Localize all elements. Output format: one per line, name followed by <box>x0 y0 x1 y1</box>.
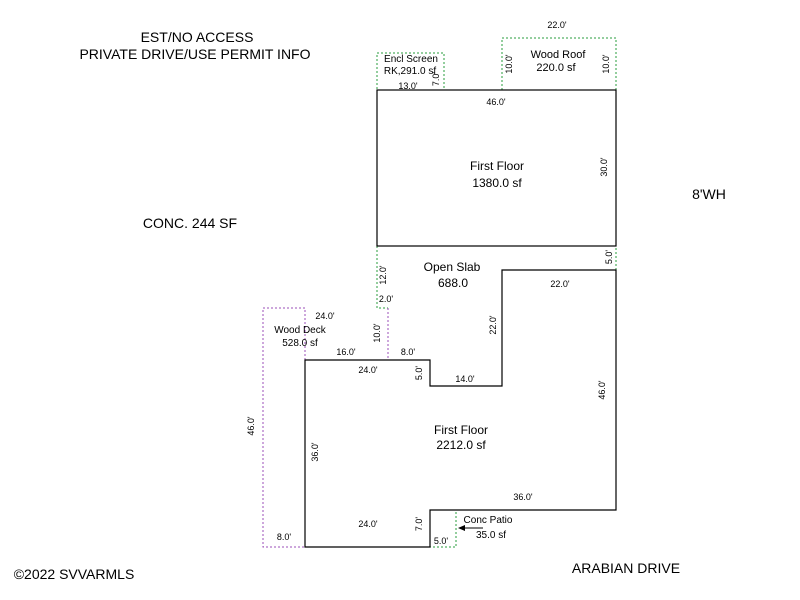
dim-slab-left: 12.0' <box>378 265 388 285</box>
dim-encl-screen-width: 13.0' <box>398 81 418 91</box>
wood-deck-area: 528.0 sf <box>282 338 318 349</box>
dim-lower-top-b: 8.0' <box>401 347 416 357</box>
dim-wood-roof-side-right: 10.0' <box>601 54 611 74</box>
wood-deck-name: Wood Deck <box>274 325 327 336</box>
copyright-text: ©2022 SVVARMLS <box>14 566 135 582</box>
dim-deck-left: 46.0' <box>246 416 256 436</box>
open-slab-area: 688.0 <box>438 276 468 290</box>
dim-deck-bottom: 8.0' <box>277 532 292 542</box>
lower-first-floor-name: First Floor <box>434 423 488 437</box>
wood-roof-name: Wood Roof <box>531 49 587 61</box>
dim-lower-inner-5: 5.0' <box>414 366 424 381</box>
dim-deck-right: 10.0' <box>372 323 382 343</box>
encl-screen-name: Encl Screen <box>384 54 438 65</box>
wood-roof-outline <box>501 37 617 91</box>
dim-patio-bottom: 5.0' <box>434 536 449 546</box>
dim-lower-bottom: 24.0' <box>358 519 378 529</box>
open-slab-left-outline <box>376 246 388 309</box>
dim-lower-left: 36.0' <box>310 442 320 462</box>
dim-wood-roof-width: 22.0' <box>547 20 567 30</box>
wall-height-note: 8'WH <box>692 186 726 202</box>
conc-patio-area: 35.0 sf <box>476 530 506 541</box>
patio-arrow-head <box>458 525 465 531</box>
conc-patio-name: Conc Patio <box>464 515 513 526</box>
dim-lower-bottom-right: 36.0' <box>513 492 533 502</box>
street-label: ARABIAN DRIVE <box>572 560 680 576</box>
upper-first-floor-area: 1380.0 sf <box>472 176 522 190</box>
access-note-line1: EST/NO ACCESS <box>141 29 254 45</box>
dim-lower-inner-14: 14.0' <box>455 374 475 384</box>
access-note-line2: PRIVATE DRIVE/USE PERMIT INFO <box>79 46 310 62</box>
dim-notch-top: 22.0' <box>550 279 570 289</box>
dim-notch-left: 22.0' <box>488 315 498 335</box>
dim-upper-right: 30.0' <box>599 157 609 177</box>
dim-patio-left: 7.0' <box>414 517 424 532</box>
dim-slab-right: 5.0' <box>604 250 614 265</box>
dim-encl-screen-side: 7.0' <box>431 72 441 87</box>
dim-lower-right: 46.0' <box>597 380 607 400</box>
upper-first-floor-name: First Floor <box>470 159 524 173</box>
dim-deck-top: 24.0' <box>315 311 335 321</box>
lower-first-floor-area: 2212.0 sf <box>436 438 486 452</box>
dim-upper-top: 46.0' <box>486 97 506 107</box>
dim-wood-roof-side-left: 10.0' <box>504 54 514 74</box>
open-slab-name: Open Slab <box>424 260 481 274</box>
wood-roof-area: 220.0 sf <box>536 62 576 74</box>
encl-screen-area: RK,291.0 sf <box>384 66 436 77</box>
upper-first-floor-outline <box>376 89 617 247</box>
dim-lower-inner-24: 24.0' <box>358 365 378 375</box>
conc-note: CONC. 244 SF <box>143 215 237 231</box>
lower-first-floor-outline <box>304 269 617 548</box>
dim-slab-left-small: 2.0' <box>379 294 394 304</box>
dim-lower-top-a: 16.0' <box>336 347 356 357</box>
wood-deck-outline <box>262 307 306 548</box>
